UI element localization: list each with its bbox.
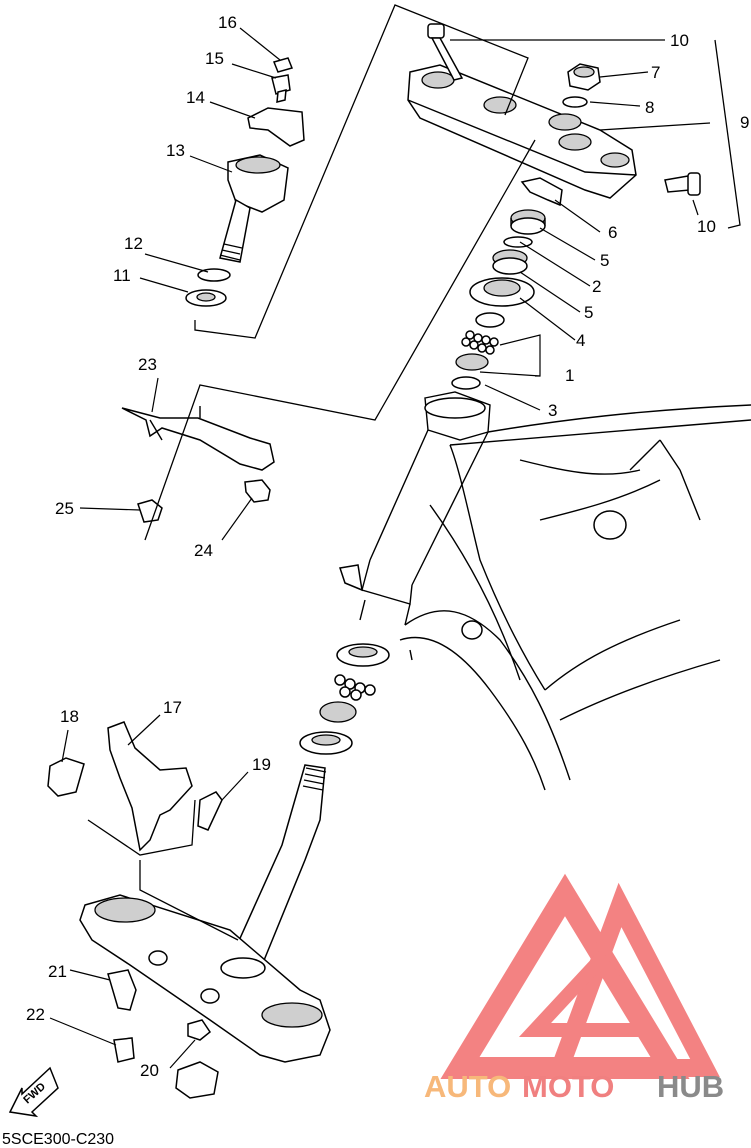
callout-5b: 5 <box>584 303 593 322</box>
callout-24: 24 <box>194 541 213 560</box>
cap-bottom <box>175 1061 219 1099</box>
callout-25: 25 <box>55 499 74 518</box>
callout-17: 17 <box>163 698 182 717</box>
callout-10-side: 10 <box>697 217 716 236</box>
bolt-10-top <box>427 23 464 81</box>
callout-6: 6 <box>608 223 617 242</box>
bolt-10-side <box>664 172 701 196</box>
callout-14: 14 <box>186 88 205 107</box>
callout-19: 19 <box>252 755 271 774</box>
steering-stack <box>451 177 563 390</box>
callout-15: 15 <box>205 49 224 68</box>
bolt-15 <box>271 74 291 95</box>
clamp-24 <box>244 479 271 503</box>
callout-20: 20 <box>140 1061 159 1080</box>
callout-2: 2 <box>592 277 601 296</box>
watermark-hub: HUB <box>657 1069 724 1104</box>
frame <box>339 391 751 791</box>
nut-7 <box>567 63 601 91</box>
watermark-triangle-icon <box>440 873 720 1079</box>
assembly-outlines <box>87 4 741 941</box>
washer-8 <box>562 96 588 108</box>
callout-9: 9 <box>740 113 749 132</box>
callout-3: 3 <box>548 401 557 420</box>
lower-bearing-set <box>299 643 390 755</box>
callout-7: 7 <box>651 63 660 82</box>
upper-bracket <box>407 64 637 199</box>
bearing-race-1a <box>475 312 505 328</box>
holder-14 <box>247 107 305 147</box>
fwd-arrow-icon: FWD <box>8 1066 59 1118</box>
callout-1: 1 <box>565 366 574 385</box>
nut-25 <box>137 499 163 523</box>
washer-3 <box>451 376 481 390</box>
callout-13: 13 <box>166 141 185 160</box>
cover-18 <box>47 757 85 797</box>
callout-12: 12 <box>124 234 143 253</box>
bolt-22 <box>113 1037 135 1063</box>
part-21 <box>107 969 137 1011</box>
diagram-code: 5SCE300-C230 <box>2 1131 114 1148</box>
callout-21: 21 <box>48 962 67 981</box>
bearing-race-1b <box>455 353 489 371</box>
callout-22: 22 <box>26 1005 45 1024</box>
steering-stem <box>79 764 331 1063</box>
watermark-moto: MOTO <box>522 1069 614 1104</box>
washer-2 <box>503 236 533 248</box>
watermark-logo: AUTO MOTO HUB <box>424 873 724 1104</box>
callout-5a: 5 <box>600 251 609 270</box>
callout-10-top: 10 <box>670 31 689 50</box>
handlebar-holder <box>185 57 305 307</box>
callout-16: 16 <box>218 13 237 32</box>
lower-parts <box>47 721 223 1099</box>
watermark-auto: AUTO <box>424 1069 511 1104</box>
leader-lines <box>49 27 699 1069</box>
callout-23: 23 <box>138 355 157 374</box>
lock-washer-6 <box>520 177 563 207</box>
bracket-23 <box>121 406 275 523</box>
callout-4: 4 <box>576 331 585 350</box>
callout-11: 11 <box>113 266 131 285</box>
bracket-17 <box>107 721 193 852</box>
callouts: 1 2 3 4 5 5 6 7 8 9 10 10 11 12 13 14 15… <box>26 13 749 1080</box>
callout-8: 8 <box>645 98 654 117</box>
bolt-16 <box>272 57 294 73</box>
bolt-19 <box>197 791 223 831</box>
nut-20 <box>187 1019 212 1041</box>
callout-18: 18 <box>60 707 79 726</box>
